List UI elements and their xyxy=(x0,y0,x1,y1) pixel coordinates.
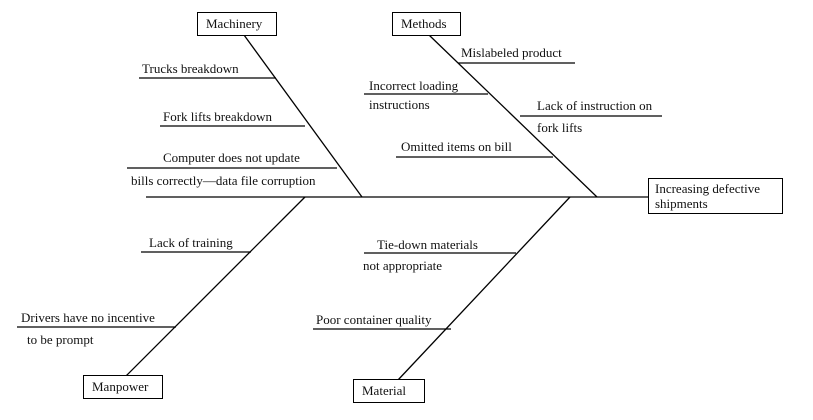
material-bone xyxy=(397,196,571,381)
effect-line-1: Increasing defective xyxy=(655,181,761,196)
effect-line-2: shipments xyxy=(655,196,708,211)
cause-computer-update-line-2: bills correctly—data file corruption xyxy=(131,173,316,188)
cause-incorrect-loading-line-2: instructions xyxy=(369,97,430,112)
cause-incorrect-loading-line-1: Incorrect loading xyxy=(369,78,459,93)
cause-drivers-incentive-line-2: to be prompt xyxy=(27,332,94,347)
methods-bone xyxy=(428,34,598,198)
machinery-box: Machinery xyxy=(197,12,277,36)
methods-label: Methods xyxy=(401,16,447,31)
cause-mislabeled-product: Mislabeled product xyxy=(461,45,562,60)
methods-box: Methods xyxy=(392,12,461,36)
cause-lack-of-instruction-line-1: Lack of instruction on xyxy=(537,98,653,113)
cause-fork-lifts-breakdown: Fork lifts breakdown xyxy=(163,109,273,124)
manpower-label: Manpower xyxy=(92,379,149,394)
cause-tie-down-line-2: not appropriate xyxy=(363,258,443,273)
cause-drivers-incentive-line-1: Drivers have no incentive xyxy=(21,310,155,325)
cause-computer-update-line-1: Computer does not update xyxy=(163,150,300,165)
material-label: Material xyxy=(362,383,407,398)
effect-box: Increasing defective shipments xyxy=(648,178,783,214)
material-box: Material xyxy=(353,379,425,403)
manpower-box: Manpower xyxy=(83,375,163,399)
cause-trucks-breakdown: Trucks breakdown xyxy=(142,61,239,76)
machinery-label: Machinery xyxy=(206,16,263,31)
cause-lack-of-instruction-line-2: fork lifts xyxy=(537,120,583,135)
manpower-bone xyxy=(125,196,306,377)
cause-tie-down-line-1: Tie-down materials xyxy=(377,237,478,252)
cause-lack-of-training: Lack of training xyxy=(149,235,233,250)
machinery-bone xyxy=(243,34,363,198)
cause-poor-container-quality: Poor container quality xyxy=(316,312,432,327)
cause-omitted-items: Omitted items on bill xyxy=(401,139,512,154)
